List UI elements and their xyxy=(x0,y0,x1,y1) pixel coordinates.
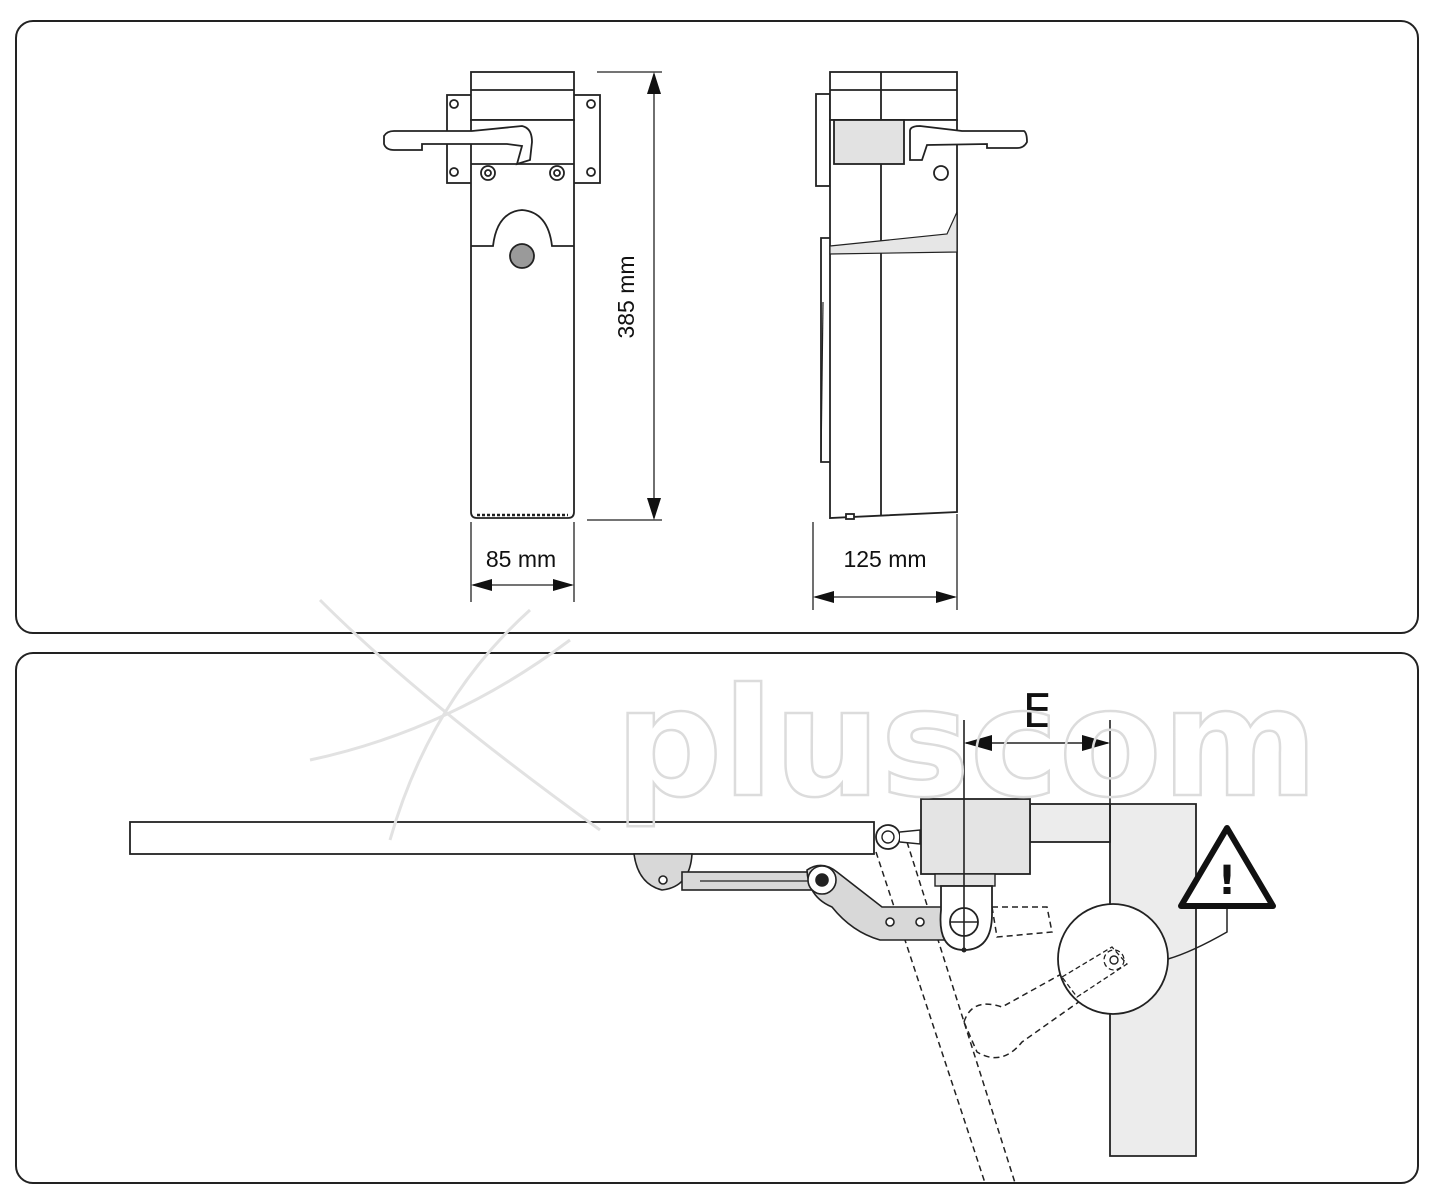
clearance-dimension xyxy=(963,720,1111,952)
release-handle xyxy=(383,125,533,166)
installation-drawing: E ! xyxy=(129,684,1276,1182)
articulated-arm xyxy=(633,853,963,941)
plate-screw-icon xyxy=(586,99,596,109)
lock-arch xyxy=(471,209,574,247)
gate-leaf xyxy=(129,821,875,855)
side-width-label: 125 mm xyxy=(843,546,926,572)
screw-icon xyxy=(933,165,949,181)
lock-knob-icon xyxy=(509,243,535,269)
plate-screw-icon xyxy=(449,167,459,177)
detail-circle xyxy=(1057,903,1169,1015)
open-position-ghost xyxy=(875,841,1116,1182)
release-handle xyxy=(909,125,1028,161)
wall-bracket xyxy=(815,93,831,187)
operator-unit xyxy=(920,798,1031,875)
plate-screw-icon xyxy=(449,99,459,109)
front-width-label: 85 mm xyxy=(486,546,556,572)
installation-panel: E ! xyxy=(15,652,1419,1184)
warning-triangle-icon: ! xyxy=(1178,825,1276,909)
gate-bracket xyxy=(633,853,693,891)
wall-bracket xyxy=(1029,803,1111,843)
operator-body xyxy=(829,119,958,519)
dimension-lines xyxy=(470,71,958,610)
operator-body xyxy=(470,119,575,519)
clearance-label: E xyxy=(1022,684,1051,738)
height-dimension-label: 385 mm xyxy=(613,255,639,338)
plate-screw-icon xyxy=(586,167,596,177)
dimensions-panel: 385 mm 85 mm 125 mm xyxy=(15,20,1419,634)
top-cap xyxy=(470,71,575,121)
front-view xyxy=(383,71,601,519)
dimension-drawing: 385 mm 85 mm 125 mm xyxy=(383,71,1028,610)
warning-mark: ! xyxy=(1218,858,1236,904)
side-view xyxy=(815,71,1028,520)
handle-housing xyxy=(833,119,905,165)
top-cap xyxy=(829,71,958,121)
